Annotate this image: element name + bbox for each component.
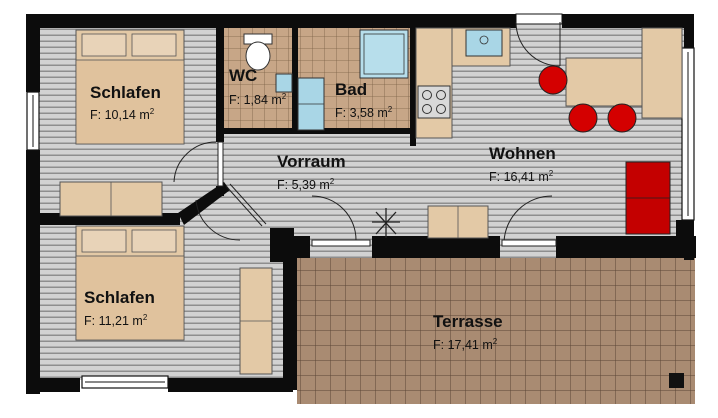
doors — [173, 21, 561, 247]
room-name-bad: Bad — [335, 80, 367, 99]
door-swing-terrace-1 — [311, 195, 357, 241]
svg-text:F: 3,58 m2: F: 3,58 m2 — [335, 105, 393, 120]
door-swing-entry — [515, 21, 561, 67]
toilet-bowl — [245, 41, 271, 71]
dining-table — [565, 57, 643, 107]
floor-terrace — [297, 258, 695, 404]
room-area-schlafen-1: F: 10,14 m — [90, 108, 150, 122]
room-name-schlafen-2: Schlafen — [84, 288, 155, 307]
door-swing-bedroom1 — [173, 141, 217, 183]
door-swing-bedroom2 — [195, 199, 241, 241]
svg-text:F: 1,84 m2: F: 1,84 m2 — [229, 92, 287, 107]
svg-text:F: 16,41 m2: F: 16,41 m2 — [489, 169, 554, 184]
plant-icon — [372, 208, 400, 238]
room-name-wohnen: Wohnen — [489, 144, 556, 163]
room-area-vorraum: F: 5,39 m — [277, 178, 330, 192]
svg-text:F: 17,41 m2: F: 17,41 m2 — [433, 337, 498, 352]
stool-2 — [568, 103, 598, 133]
door-swing-terrace-2 — [503, 195, 553, 243]
room-area-bad: F: 3,58 m — [335, 106, 388, 120]
bar-counter — [641, 27, 683, 119]
room-name-schlafen-1: Schlafen — [90, 83, 161, 102]
wc-sink — [275, 73, 293, 93]
room-name-wc: WC — [229, 66, 257, 85]
walls — [26, 14, 696, 394]
windows — [26, 13, 695, 389]
kitchen-counter — [415, 27, 453, 139]
svg-text:F: 10,14 m2: F: 10,14 m2 — [90, 107, 155, 122]
kitchen-sink — [465, 29, 503, 57]
svg-text:F: 5,39 m2: F: 5,39 m2 — [277, 177, 335, 192]
room-area-terrasse: F: 17,41 m — [433, 338, 493, 352]
stove — [417, 85, 451, 119]
terrace-drain — [669, 373, 684, 388]
furniture — [59, 27, 683, 375]
shower — [359, 29, 409, 79]
svg-text:F: 11,21 m2: F: 11,21 m2 — [84, 313, 148, 328]
stool-1 — [538, 65, 568, 95]
labels: Schlafen F: 10,14 m2 WC F: 1,84 m2 Bad F… — [84, 66, 556, 352]
stool-3 — [607, 103, 637, 133]
room-name-vorraum: Vorraum — [277, 152, 346, 171]
room-area-wc: F: 1,84 m — [229, 93, 282, 107]
room-area-schlafen-2: F: 11,21 m — [84, 314, 143, 328]
room-area-wohnen: F: 16,41 m — [489, 170, 549, 184]
window-top — [515, 13, 563, 25]
room-name-terrasse: Terrasse — [433, 312, 503, 331]
